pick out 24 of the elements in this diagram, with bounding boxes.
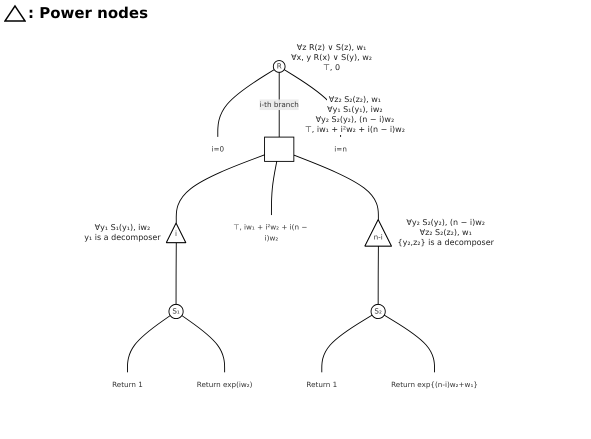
- formula-text: ∀z₂ S₂(z₂), w₁: [326, 95, 383, 106]
- legend-text: : Power nodes: [28, 4, 148, 22]
- connector: [384, 314, 435, 374]
- formula-text: {y₂,z₂} is a decomposer: [396, 238, 496, 248]
- formula-text: ∀y₂ S₂(y₂), (n − i)w₂: [314, 115, 396, 126]
- formula-text: ⊤, 0: [320, 62, 342, 73]
- formula-text: y₁ is a decomposer: [82, 233, 163, 244]
- connector: [181, 315, 226, 374]
- connector: [176, 242, 177, 306]
- connector: [176, 154, 266, 224]
- formula-text: ⊤, iw₁ + i²w₂ + i(n − i)w₂: [302, 125, 407, 136]
- formula-text: ∀y₁ S₁(y₁), iw₂: [325, 105, 385, 116]
- formula-text: ∀x, y R(x) ∨ S(y), w₂: [289, 52, 374, 63]
- formula-text: ∀z R(z) ∨ S(z), w₁: [294, 42, 368, 53]
- connector: [127, 315, 171, 374]
- connector: [321, 314, 373, 374]
- connector: [217, 69, 275, 138]
- connector: [378, 246, 379, 306]
- formula-text: ∀z₂ S₂(z₂), w₁: [418, 228, 474, 238]
- formula-text: ∀y₂ S₂(y₂), (n − i)w₂: [404, 218, 488, 228]
- connector: [270, 161, 278, 216]
- node-box: [264, 136, 294, 162]
- formula-text: ∀y₁ S₁(y₁), iw₂: [92, 223, 152, 234]
- connector: [293, 154, 379, 220]
